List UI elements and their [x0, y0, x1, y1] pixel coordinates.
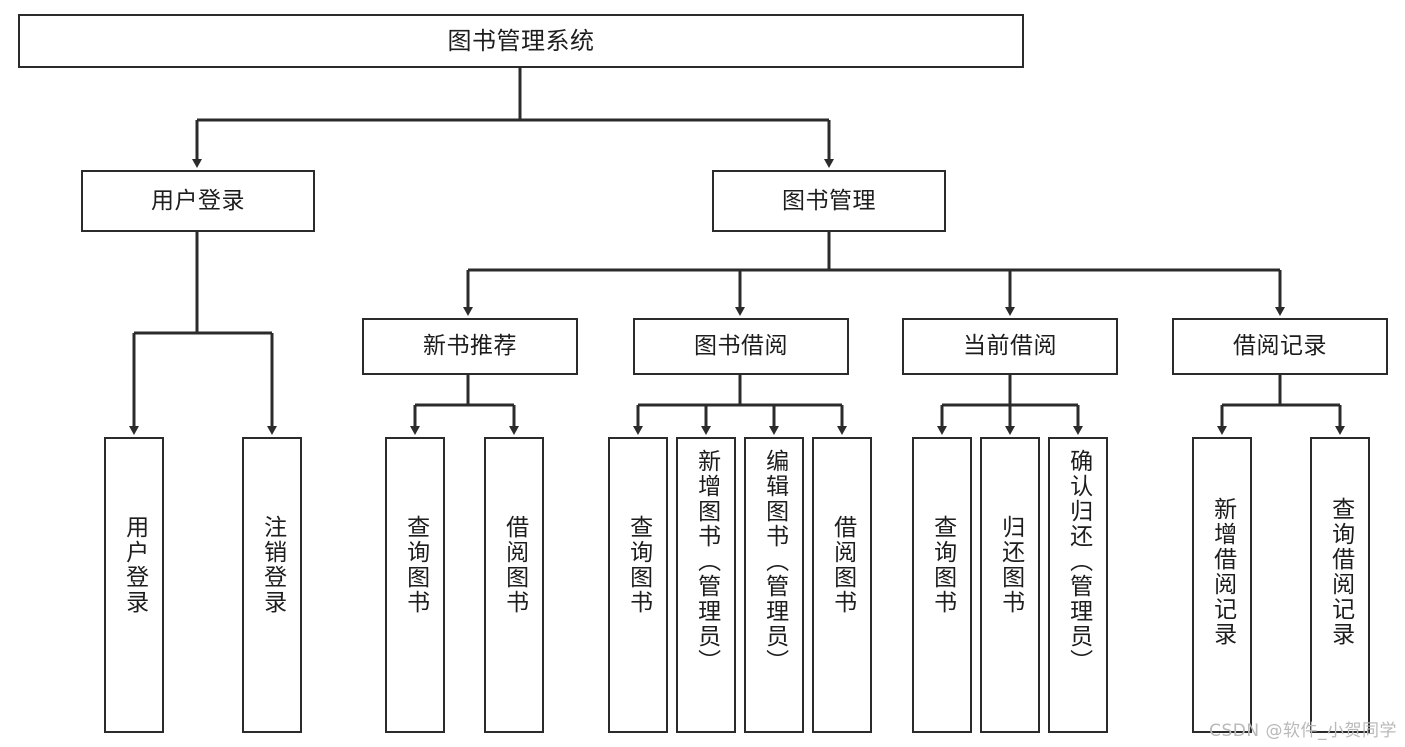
- node-label: 当前借阅: [963, 333, 1057, 359]
- node-label: 归还图书: [997, 515, 1024, 615]
- node-label: 图书借阅: [694, 333, 788, 359]
- node-label: 编辑图书（管理员）: [761, 449, 788, 674]
- node-label: 查询图书: [402, 515, 429, 615]
- node-leaf-add-record[interactable]: 新增借阅记录: [1192, 437, 1252, 733]
- node-label: 新增图书（管理员）: [693, 449, 720, 674]
- node-leaf-query-book-2[interactable]: 查询图书: [608, 437, 668, 733]
- node-label: 图书管理系统: [447, 27, 595, 55]
- node-label: 注销登录: [259, 515, 286, 615]
- node-leaf-query-record[interactable]: 查询借阅记录: [1310, 437, 1370, 733]
- node-book-borrow[interactable]: 图书借阅: [633, 318, 849, 375]
- node-leaf-borrow-book-1[interactable]: 借阅图书: [484, 437, 544, 733]
- node-leaf-query-book-3[interactable]: 查询图书: [912, 437, 972, 733]
- node-leaf-logout[interactable]: 注销登录: [242, 437, 302, 733]
- node-book-manage[interactable]: 图书管理: [712, 170, 946, 232]
- node-label: 新增借阅记录: [1209, 497, 1236, 647]
- node-label: 借阅图书: [501, 515, 528, 615]
- node-label: 借阅图书: [829, 515, 856, 615]
- node-root-system[interactable]: 图书管理系统: [18, 14, 1024, 68]
- node-leaf-query-book-1[interactable]: 查询图书: [385, 437, 445, 733]
- node-leaf-user-login[interactable]: 用户登录: [104, 437, 164, 733]
- node-label: 查询图书: [625, 515, 652, 615]
- node-label: 新书推荐: [423, 333, 517, 359]
- node-leaf-edit-book[interactable]: 编辑图书（管理员）: [744, 437, 804, 733]
- node-label: 用户登录: [121, 515, 148, 615]
- node-leaf-borrow-book-2[interactable]: 借阅图书: [812, 437, 872, 733]
- csdn-watermark: CSDN @软件_小贺同学: [1209, 721, 1397, 741]
- node-label: 图书管理: [782, 187, 876, 214]
- node-label: 查询图书: [929, 515, 956, 615]
- node-leaf-return-book[interactable]: 归还图书: [980, 437, 1040, 733]
- node-borrow-record[interactable]: 借阅记录: [1172, 318, 1388, 375]
- node-label: 确认归还（管理员）: [1065, 449, 1092, 674]
- node-leaf-add-book[interactable]: 新增图书（管理员）: [676, 437, 736, 733]
- node-label: 查询借阅记录: [1327, 497, 1354, 647]
- node-label: 用户登录: [151, 187, 245, 214]
- node-leaf-confirm-return[interactable]: 确认归还（管理员）: [1048, 437, 1108, 733]
- node-current-borrow[interactable]: 当前借阅: [902, 318, 1118, 375]
- node-label: 借阅记录: [1233, 333, 1327, 359]
- node-user-login[interactable]: 用户登录: [81, 170, 315, 232]
- node-new-book-rec[interactable]: 新书推荐: [362, 318, 578, 375]
